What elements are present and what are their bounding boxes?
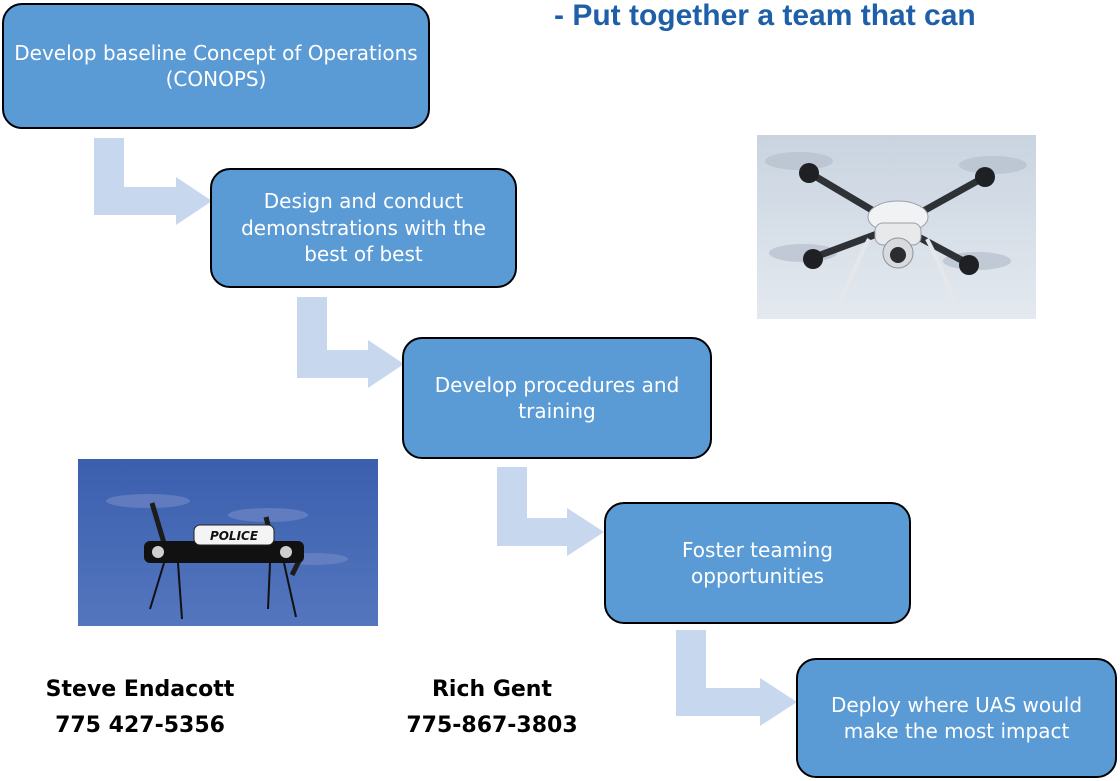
step-demonstrations: Design and conduct demonstrations with t… <box>210 168 517 288</box>
arrow-4-to-5 <box>676 630 797 726</box>
contact-rich-gent: Rich Gent 775-867-3803 <box>377 672 607 744</box>
arrow-2-to-3 <box>297 297 404 388</box>
step-label: Develop procedures and training <box>434 372 680 423</box>
quadcopter-photo <box>757 135 1036 319</box>
police-decal: POLICE <box>210 529 259 543</box>
contact-phone: 775-867-3803 <box>406 713 578 738</box>
arrow-3-to-4 <box>497 467 604 556</box>
step-label: Deploy where UAS would make the most imp… <box>830 692 1083 743</box>
contact-name: Rich Gent <box>431 677 552 702</box>
contact-phone: 775 427-5356 <box>55 713 225 738</box>
police-drone-photo: POLICE <box>78 459 378 626</box>
step-foster-teaming: Foster teaming opportunities <box>604 502 911 624</box>
step-label: Foster teaming opportunities <box>682 537 833 588</box>
page-headline: - Put together a team that can <box>554 0 976 32</box>
step-label: Develop baseline Concept of Operations (… <box>14 40 418 91</box>
contact-name: Steve Endacott <box>45 677 235 702</box>
step-develop-conops: Develop baseline Concept of Operations (… <box>2 3 430 129</box>
arrow-1-to-2 <box>94 138 212 225</box>
step-procedures-training: Develop procedures and training <box>402 337 712 459</box>
step-deploy-uas: Deploy where UAS would make the most imp… <box>796 658 1117 778</box>
contact-steve-endacott: Steve Endacott 775 427-5356 <box>25 672 255 744</box>
step-label: Design and conduct demonstrations with t… <box>241 189 486 267</box>
